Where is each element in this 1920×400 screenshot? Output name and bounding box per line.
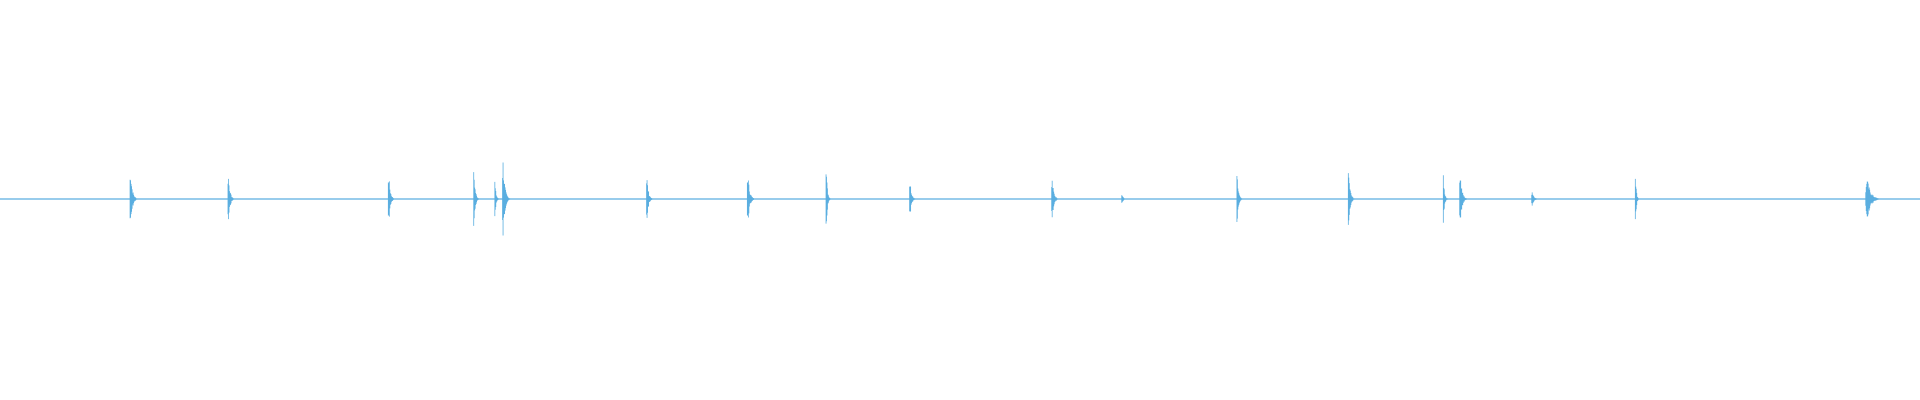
waveform-transient (1347, 173, 1355, 225)
waveform-transient (1442, 175, 1449, 223)
waveform-transient (1459, 180, 1468, 218)
waveform-transient (387, 181, 395, 217)
waveform-transient (1634, 178, 1640, 220)
waveform-transient (227, 178, 235, 220)
waveform-transients (129, 162, 1881, 236)
waveform-transient (473, 172, 480, 226)
waveform-transient (1051, 180, 1060, 218)
waveform-transient (825, 174, 831, 224)
waveform-transient (646, 180, 654, 218)
waveform-transient (909, 186, 917, 212)
waveform-transient (746, 180, 755, 218)
waveform-transient (1865, 181, 1881, 217)
waveform-transient (1236, 176, 1243, 222)
waveform-transient (129, 179, 138, 219)
waveform-transient (1531, 192, 1540, 206)
waveform-transient (1121, 195, 1128, 203)
waveform-transient (494, 181, 500, 217)
waveform-transient (502, 162, 511, 236)
